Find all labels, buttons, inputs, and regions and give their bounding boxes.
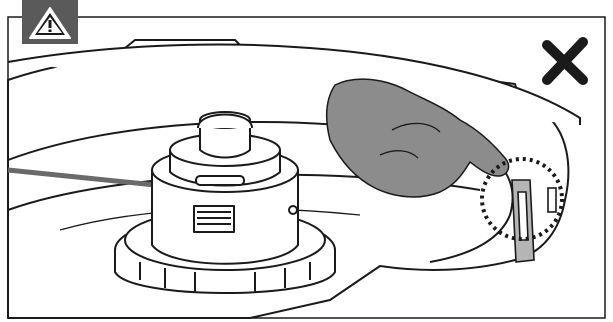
warning-triangle-icon (22, 0, 78, 44)
